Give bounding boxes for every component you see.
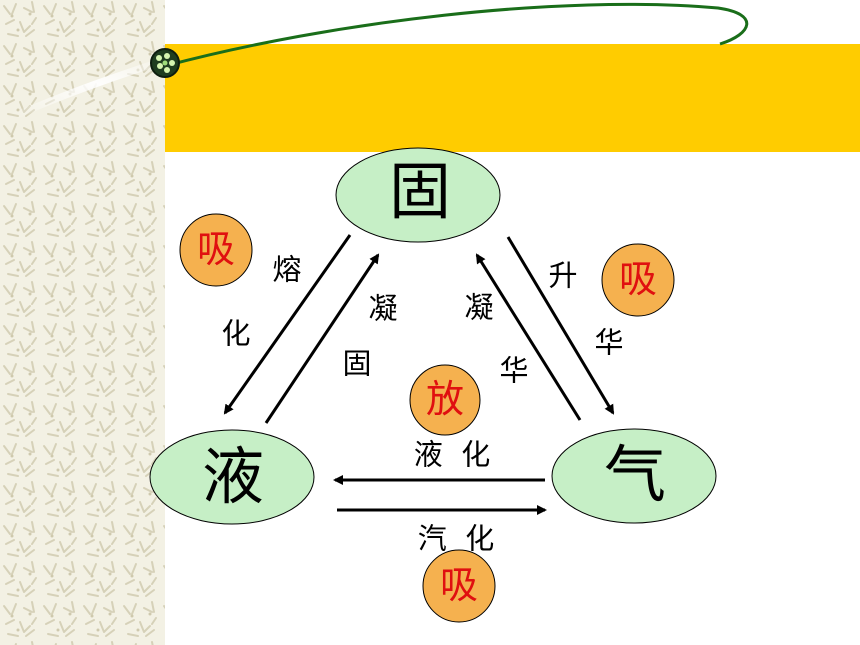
deposition-arrow [475,253,582,421]
gas-label: 气 [603,438,667,511]
vaporization-heat-badge: 吸 [439,563,479,607]
freezing-arrow [264,253,380,424]
sublimation-heat-badge: 吸 [618,257,658,301]
melting-badge-circle [179,213,253,287]
deposition-char-2: 华 [499,353,529,388]
melting-arrow [223,234,352,415]
freezing-char-1: 凝 [368,291,398,326]
sublimation-arrow [506,236,615,415]
gas-state-ellipse [551,428,717,524]
accent-curve [164,2,749,68]
light-streak [6,58,164,122]
sublimation-char-2: 华 [594,325,624,360]
melting-char-1: 熔 [272,252,302,287]
melting-char-2: 化 [221,316,251,351]
release-heat-badge: 放 [425,377,465,421]
vaporization-label: 汽 化 [417,521,495,556]
decorative-pattern [0,0,165,645]
melting-heat-badge: 吸 [196,227,236,271]
vaporization-badge-circle [422,549,496,623]
liquid-state-ellipse [149,429,315,525]
release-badge-circle [409,364,481,436]
freezing-char-2: 固 [342,346,372,381]
orb-icon [150,48,180,78]
sublimation-char-1: 升 [548,258,578,293]
sublimation-badge-circle [601,243,675,317]
header-band [165,44,860,152]
condensation-label: 液 化 [413,437,491,472]
liquid-label: 液 [201,440,265,513]
solid-label: 固 [388,155,452,228]
deposition-char-1: 凝 [464,290,494,325]
solid-state-ellipse [335,147,501,243]
